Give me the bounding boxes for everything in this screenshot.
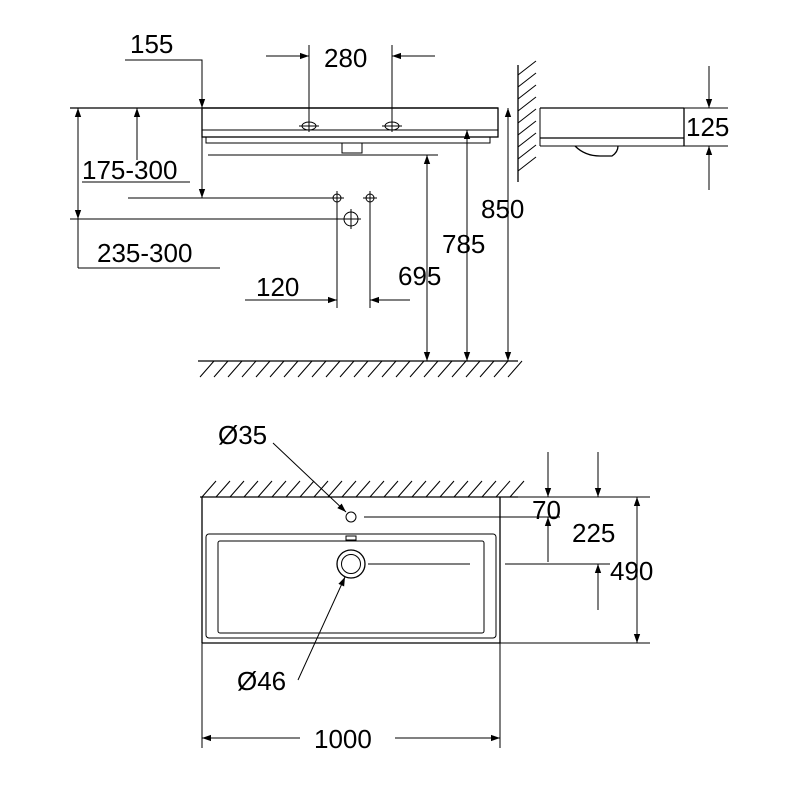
tap-hole-right-icon xyxy=(382,120,402,132)
floor-hatch xyxy=(198,360,523,378)
hatch-line xyxy=(353,360,369,378)
hatch-line xyxy=(367,360,383,378)
basin-side-profile xyxy=(539,107,685,157)
dim-1000: 1000 xyxy=(201,643,501,754)
dim-120-label: 120 xyxy=(256,272,299,302)
hatch-line xyxy=(465,360,481,378)
hatch-line xyxy=(369,480,385,498)
hatch-line xyxy=(311,360,327,378)
dim-70-label: 70 xyxy=(532,495,561,525)
hatch-line xyxy=(509,480,525,498)
dim-785-label: 785 xyxy=(442,229,485,259)
dim-280-label: 280 xyxy=(324,43,367,73)
hatch-line xyxy=(243,480,259,498)
hatch-line xyxy=(201,480,217,498)
hatch-line xyxy=(517,108,537,124)
dim-225: 225 xyxy=(505,452,615,610)
dim-155-label: 155 xyxy=(130,29,173,59)
hatch-line xyxy=(395,360,411,378)
hatch-line xyxy=(227,360,243,378)
dim-70: 70 xyxy=(505,452,600,562)
hatch-line xyxy=(437,360,453,378)
hatch-line xyxy=(517,60,537,76)
tap-hole-left-icon xyxy=(299,120,319,132)
hatch-line xyxy=(397,480,413,498)
hatch-line xyxy=(285,480,301,498)
hatch-line xyxy=(467,480,483,498)
hatch-line xyxy=(355,480,371,498)
basin-front-elevation xyxy=(70,107,499,156)
hatch-line xyxy=(255,360,271,378)
hatch-line xyxy=(327,480,343,498)
hatch-line xyxy=(229,480,245,498)
dim-175-300: 175-300 xyxy=(82,108,206,198)
dim-125-label: 125 xyxy=(686,112,729,142)
dia-46: Ø46 xyxy=(237,576,346,696)
dim-695: 695 xyxy=(398,155,441,361)
hatch-line xyxy=(493,360,509,378)
dim-120: 120 xyxy=(245,272,410,304)
hatch-line xyxy=(517,72,537,88)
dim-225-label: 225 xyxy=(572,518,615,548)
waste-46-icon xyxy=(336,549,366,579)
hatch-line xyxy=(383,480,399,498)
dim-850: 850 xyxy=(481,108,524,361)
hatch-line xyxy=(507,360,523,378)
dim-1000-label: 1000 xyxy=(314,724,372,754)
hatch-line xyxy=(517,132,537,148)
hatch-line xyxy=(479,360,495,378)
hatch-line xyxy=(517,144,537,160)
hatch-line xyxy=(425,480,441,498)
hatch-line xyxy=(439,480,455,498)
hatch-line xyxy=(271,480,287,498)
dim-785: 785 xyxy=(442,130,485,361)
dim-235-300: 235-300 xyxy=(74,108,220,269)
hatch-line xyxy=(451,360,467,378)
hatch-line xyxy=(213,360,229,378)
dim-155: 155 xyxy=(125,29,206,108)
hatch-line xyxy=(495,480,511,498)
hatch-line xyxy=(341,480,357,498)
dim-490-label: 490 xyxy=(610,556,653,586)
dim-175-300-label: 175-300 xyxy=(82,155,177,185)
hatch-line xyxy=(409,360,425,378)
hatch-line xyxy=(517,96,537,112)
hatch-line xyxy=(283,360,299,378)
top-view: Ø35 Ø46 70 225 490 xyxy=(200,420,653,754)
dim-695-label: 695 xyxy=(398,261,441,291)
hatch-line xyxy=(325,360,341,378)
top-wall-hatch xyxy=(200,480,525,498)
side-view: 155 280 175-300 235-300 xyxy=(70,29,729,378)
hatch-line xyxy=(481,480,497,498)
hatch-line xyxy=(517,156,537,172)
dim-235-300-label: 235-300 xyxy=(97,238,192,268)
hatch-line xyxy=(297,360,313,378)
hatch-line xyxy=(411,480,427,498)
dia-35: Ø35 xyxy=(218,420,347,513)
hatch-line xyxy=(241,360,257,378)
hatch-line xyxy=(257,480,273,498)
hatch-line xyxy=(423,360,439,378)
hatch-line xyxy=(381,360,397,378)
hatch-line xyxy=(199,360,215,378)
dim-490: 490 xyxy=(500,496,653,644)
hatch-line xyxy=(517,120,537,136)
dia-46-label: Ø46 xyxy=(237,666,286,696)
waste-outlet-icon xyxy=(341,209,361,229)
tap-hole-35-icon xyxy=(345,511,357,523)
hatch-line xyxy=(269,360,285,378)
hatch-line xyxy=(517,84,537,100)
hatch-line xyxy=(215,480,231,498)
hatch-line xyxy=(339,360,355,378)
hatch-line xyxy=(299,480,315,498)
dim-125: 125 xyxy=(684,66,729,190)
dim-850-label: 850 xyxy=(481,194,524,224)
basin-plan xyxy=(201,497,505,644)
wall-hatch xyxy=(517,60,537,182)
dim-280: 280 xyxy=(266,43,435,120)
dia-35-label: Ø35 xyxy=(218,420,267,450)
supply-connections xyxy=(70,191,377,308)
hatch-line xyxy=(453,480,469,498)
